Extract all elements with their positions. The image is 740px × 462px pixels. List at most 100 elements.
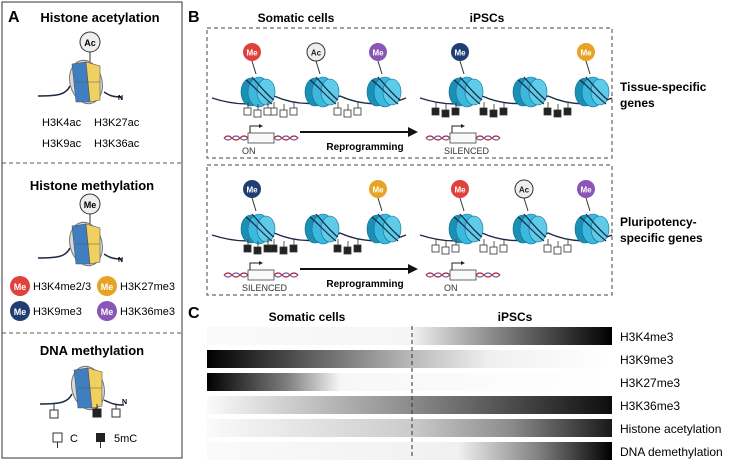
pluri-ipsc-mark-2: Me: [577, 180, 595, 212]
legend-c-label: C: [70, 433, 78, 445]
tissue-ipsc-mark-0: Me: [451, 43, 469, 75]
acetylated-nucleosome-illustration: Ac N: [37, 31, 123, 105]
n-terminus-label-3: N: [122, 399, 127, 406]
pluri-somatic-nucleosome-1: [304, 213, 340, 245]
pluri-somatic-cpg-0: [269, 239, 298, 255]
pluri-ipsc-mark-2-text: Me: [580, 186, 592, 195]
tissue-somatic-gene-tss-arrow: [259, 124, 263, 128]
panel-a-border: [1, 1, 183, 459]
pluri-ipsc-cpg-0: [479, 239, 508, 255]
pluri-somatic-gene-box: [247, 269, 275, 281]
tissue-ipsc-cpg-1: [543, 102, 572, 118]
pluri-ipsc-gene-tss-arrow: [461, 261, 465, 265]
tissue-somatic-mark-1-text: Ac: [311, 49, 322, 58]
gradient-bar-1: [207, 350, 612, 368]
pluri-row-label-1: Pluripotency-: [620, 215, 697, 229]
pluri-row-label-2: specific genes: [620, 231, 703, 245]
legend-badge-h3k4-text: Me: [14, 282, 27, 292]
gradient-bar-2: [207, 373, 612, 391]
mark-h3k4ac: H3K4ac: [42, 117, 82, 129]
gradient-label-2: H3K27me3: [620, 376, 680, 390]
dna-c-square: [49, 409, 59, 419]
pluri-arrow-label: Reprogramming: [326, 279, 403, 290]
panel-b-col-ipsc: iPSCs: [470, 11, 505, 25]
pluri-ipsc-gene: ON: [425, 261, 501, 293]
tissue-ipsc-nucleosome-2: [574, 76, 610, 108]
pluri-ipsc-nucleosome-2: [574, 213, 610, 245]
dna-methylation-legend: C 5mC: [52, 432, 137, 448]
pluri-ipsc-gene-box: [449, 269, 477, 281]
tissue-ipsc-gene-state: SILENCED: [444, 146, 490, 156]
tissue-somatic-gene: ON: [223, 124, 299, 156]
tissue-somatic-nucleosome-1: [304, 76, 340, 108]
tissue-somatic-mark-2: Me: [369, 43, 387, 75]
legend-badge-h3k27-text: Me: [101, 282, 114, 292]
tissue-somatic-mark-2-text: Me: [372, 49, 384, 58]
methylation-title: Histone methylation: [30, 178, 154, 193]
legend-c-square: [52, 432, 63, 443]
tissue-arrow-head: [408, 127, 418, 137]
mark-h3k9ac: H3K9ac: [42, 138, 82, 150]
pluri-somatic-gene: SILENCED: [223, 261, 299, 293]
tissue-ipsc-gene: SILENCED: [425, 124, 501, 156]
legend-badge-h3k9-text: Me: [14, 307, 27, 317]
me-mark-text: Me: [84, 200, 97, 210]
panel-c-col-ipsc: iPSCs: [498, 310, 533, 324]
tissue-ipsc-cpg-0: [479, 102, 508, 118]
tissue-ipsc-cpg-2: [431, 102, 460, 118]
pluri-ipsc-mark-1-text: Ac: [519, 186, 530, 195]
tissue-arrow-label: Reprogramming: [326, 142, 403, 153]
pluri-ipsc-cpg-1: [543, 239, 572, 255]
pluri-arrow-head: [408, 264, 418, 274]
tissue-somatic-nucleosome-0: [240, 76, 276, 108]
methylation-legend: Me H3K4me2/3 Me H3K27me3 Me H3K9me3 Me H…: [10, 276, 175, 321]
gradient-label-0: H3K4me3: [620, 330, 674, 344]
tissue-row-label-1: Tissue-specific: [620, 80, 707, 94]
pluri-somatic-cpg-1: [333, 239, 362, 255]
legend-badge-h3k4: [10, 276, 30, 296]
gradient-label-3: H3K36me3: [620, 399, 680, 413]
tissue-somatic-cpg-0: [269, 102, 298, 118]
legend-label-h3k36me3: H3K36me3: [120, 306, 175, 318]
legend-5mc-square: [96, 433, 105, 442]
tissue-ipsc-mark-0-text: Me: [454, 49, 466, 58]
pluri-ipsc-gene-state: ON: [444, 283, 458, 293]
tissue-ipsc-gene-box: [449, 132, 477, 144]
gradient-bar-4: [207, 419, 612, 437]
pluri-somatic-cpg-2: [243, 239, 272, 255]
tissue-ipsc-nucleosome-1: [512, 76, 548, 108]
gradient-label-5: DNA demethylation: [620, 445, 723, 459]
pluri-ipsc-mark-1: Ac: [514, 179, 534, 212]
gradient-bar-0: [207, 327, 612, 345]
pluri-ipsc-cpg-2: [431, 239, 460, 255]
tissue-ipsc-mark-1: Me: [577, 43, 595, 75]
tissue-somatic-mark-1: Ac: [306, 42, 326, 75]
gradient-bar-5: [207, 442, 612, 460]
tissue-ipsc-gene-tss-arrow: [461, 124, 465, 128]
pluripotency-box: [206, 164, 613, 296]
panel-c-col-somatic: Somatic cells: [269, 310, 346, 324]
gradient-label-1: H3K9me3: [620, 353, 674, 367]
legend-label-h3k9me3: H3K9me3: [33, 306, 82, 318]
pluri-somatic-gene-state: SILENCED: [242, 283, 288, 293]
pluri-ipsc-mark-0-text: Me: [454, 186, 466, 195]
pluri-somatic-nucleosome-2: [366, 213, 402, 245]
pluri-somatic-mark-1-text: Me: [372, 186, 384, 195]
legend-badge-h3k9: [10, 301, 30, 321]
dna-c-square-2: [111, 408, 121, 418]
panel-a-label: A: [8, 9, 20, 26]
ac-mark-text: Ac: [84, 38, 96, 48]
tissue-somatic-cpg-1: [333, 102, 362, 118]
legend-label-h3k27me3: H3K27me3: [120, 281, 175, 293]
pluri-ipsc-nucleosome-0: [448, 213, 484, 245]
tissue-somatic-mark-0-text: Me: [246, 49, 258, 58]
legend-badge-h3k36-text: Me: [101, 307, 114, 317]
pluri-somatic-mark-0-text: Me: [246, 186, 258, 195]
n-terminus-label-2: N: [118, 257, 123, 264]
legend-badge-h3k36: [97, 301, 117, 321]
n-terminus-label: N: [118, 95, 123, 102]
